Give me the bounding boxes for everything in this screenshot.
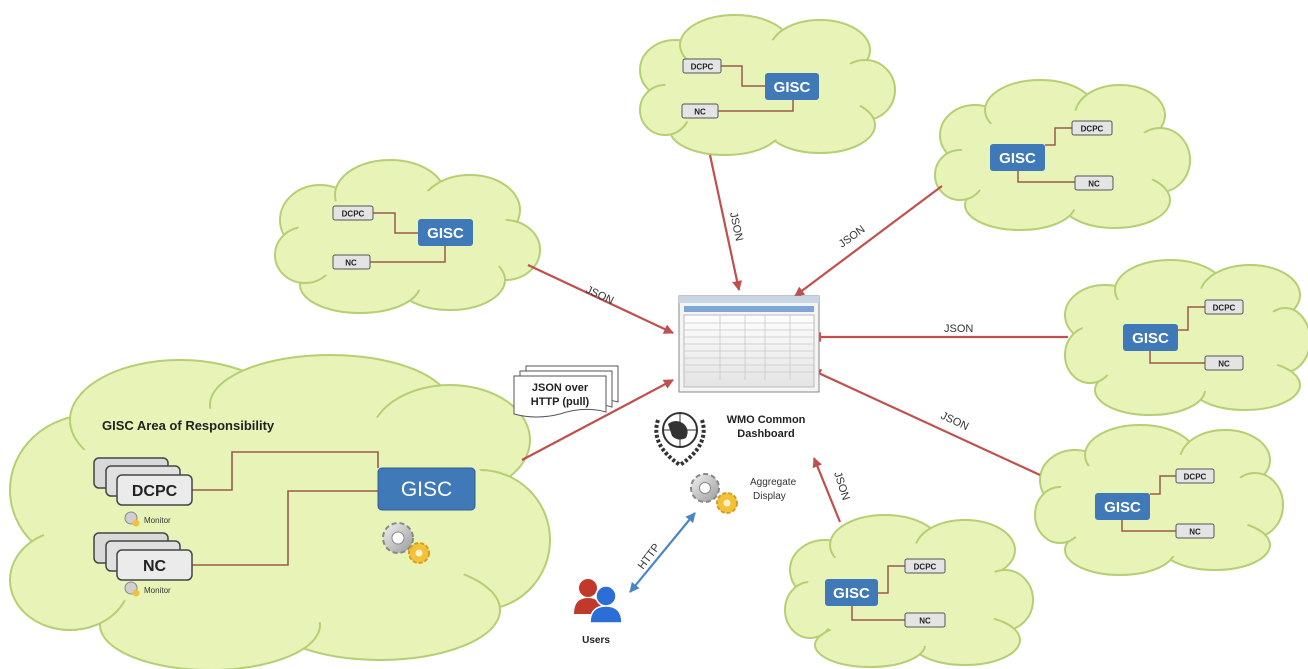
dcpc-label: DCPC: [691, 63, 714, 72]
json-label-left: JSON: [584, 284, 616, 307]
nc-box: [904, 612, 946, 628]
nc-box: [1204, 355, 1244, 371]
arrow-users-http: [629, 512, 696, 593]
monitor-label: Monitor: [144, 516, 171, 525]
dcpc-label: DCPC: [1213, 304, 1236, 313]
cloud-area-of-responsibility: [9, 354, 551, 669]
dcpc-box: [904, 558, 946, 574]
dcpc-box: [1071, 120, 1113, 136]
gear-icon: [382, 522, 430, 564]
arrow-top-cloud: [708, 154, 742, 291]
gisc-label: GISC: [774, 79, 811, 96]
gisc-box: [765, 73, 819, 100]
dcpc-label: DCPC: [914, 563, 937, 572]
area-cloud-nodes: GISC Area of Responsibility DCPC NC Moni…: [93, 418, 476, 597]
json-label-top: JSON: [727, 211, 745, 242]
cloud-bottom-right: [1034, 424, 1284, 576]
nc-box: [1074, 175, 1114, 191]
dashboard-title-line1: WMO Common: [727, 414, 806, 426]
right-cloud-nodes: GISC DCPC NC: [1123, 299, 1244, 371]
users-label: Users: [582, 635, 610, 646]
arrow-left-cloud: [527, 264, 674, 334]
dcpc-label: DCPC: [132, 483, 178, 500]
bottom-cloud-nodes: GISC DCPC NC: [825, 558, 946, 628]
gisc-label: GISC: [401, 478, 452, 501]
dashboard-screen: [678, 295, 820, 393]
gisc-box: [418, 219, 473, 246]
gisc-box: [990, 144, 1045, 171]
nc-label: NC: [143, 558, 167, 575]
gisc-label: GISC: [427, 225, 464, 242]
arrow-bottom-right-cloud: [811, 369, 1041, 476]
monitor-label: Monitor: [144, 586, 171, 595]
gisc-box: [377, 467, 476, 511]
top-right-cloud-nodes: GISC DCPC NC: [990, 120, 1114, 191]
arrow-area-cloud: [521, 379, 674, 461]
nc-label: NC: [1218, 360, 1230, 369]
nc-box: [1175, 523, 1215, 539]
dcpc-label: DCPC: [1081, 125, 1104, 134]
dcpc-box: [1204, 299, 1244, 315]
area-title: GISC Area of Responsibility: [102, 418, 275, 433]
nc-label: NC: [1189, 528, 1201, 537]
dashboard-title-line2: Dashboard: [737, 428, 794, 440]
arrow-bottom-cloud: [812, 457, 842, 523]
nc-stack: NC: [93, 532, 193, 581]
nc-label: NC: [919, 617, 931, 626]
nc-label: NC: [1088, 180, 1100, 189]
json-http-pull-note: JSON over HTTP (pull): [513, 365, 619, 418]
cloud-right: [1064, 259, 1308, 416]
dcpc-box: [116, 474, 193, 506]
aggregate-line1: Aggregate: [750, 477, 797, 488]
bottom-right-cloud-nodes: GISC DCPC NC: [1095, 468, 1215, 539]
gisc-label: GISC: [1132, 330, 1169, 347]
pull-note-line1: JSON over: [532, 382, 589, 394]
gisc-label: GISC: [833, 585, 870, 602]
dcpc-stack: DCPC: [93, 457, 193, 506]
nc-box: [116, 549, 193, 581]
left-cloud-nodes: DCPC NC GISC: [332, 205, 473, 270]
aggregate-line2: Display: [753, 491, 786, 502]
dcpc-label: DCPC: [1184, 473, 1207, 482]
top-cloud-nodes: DCPC NC GISC: [681, 58, 819, 119]
aggregate-gear-icon: [690, 473, 738, 514]
gisc-box: [1095, 493, 1150, 520]
wmo-emblem-icon: [654, 412, 706, 467]
cloud-top-right: [934, 79, 1191, 231]
gisc-label: GISC: [1104, 499, 1141, 516]
json-label-right: JSON: [944, 323, 973, 335]
users-icon: [574, 579, 623, 624]
gisc-label: GISC: [999, 150, 1036, 167]
nc-label: NC: [694, 108, 706, 117]
nc-label: NC: [345, 259, 357, 268]
dcpc-box: [1175, 468, 1215, 484]
nc-box: [681, 103, 719, 119]
gisc-box: [825, 579, 878, 606]
monitor-dcpc: Monitor: [124, 511, 171, 527]
json-label-bottom: JSON: [831, 470, 851, 502]
monitor-nc: Monitor: [124, 581, 171, 597]
gisc-box: [1123, 324, 1178, 351]
nc-box: [332, 254, 371, 270]
dcpc-label: DCPC: [342, 210, 365, 219]
dcpc-box: [682, 58, 722, 74]
cloud-bottom: [784, 514, 1034, 668]
arrow-top-right-cloud: [794, 185, 943, 297]
cloud-left: [274, 159, 541, 314]
dcpc-box: [332, 205, 374, 221]
pull-note-line2: HTTP (pull): [531, 396, 590, 408]
